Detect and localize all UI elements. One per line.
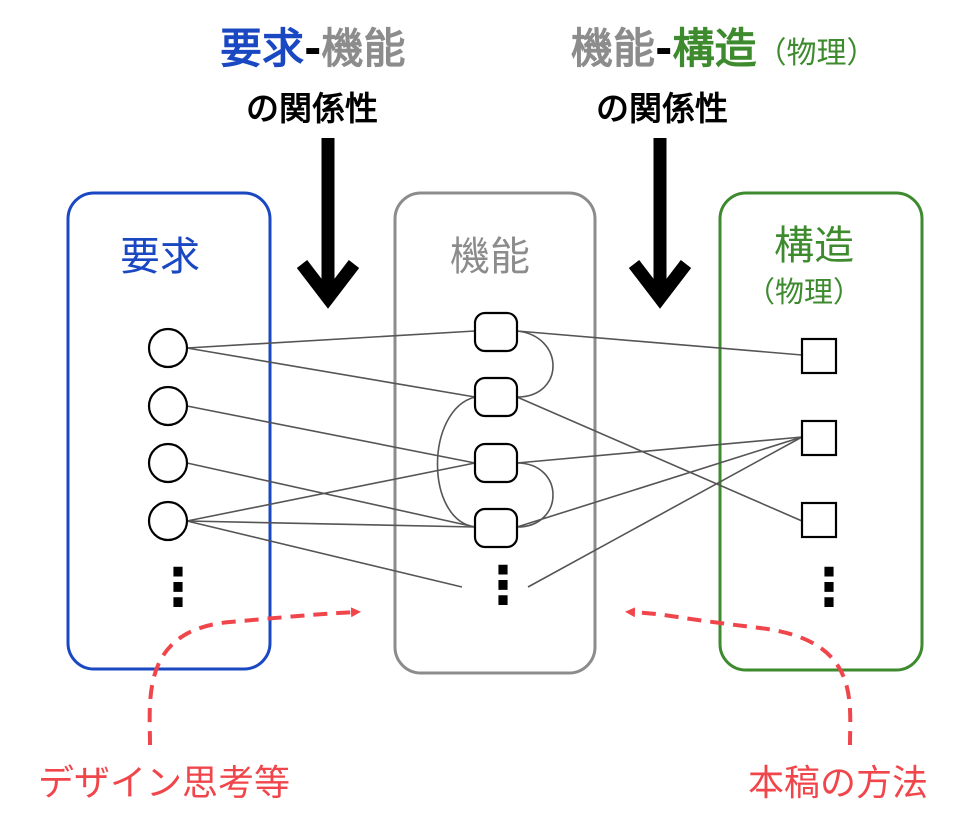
- down-arrow-right: [628, 138, 692, 309]
- link: [186, 405, 476, 464]
- link: [186, 520, 463, 588]
- header-right-part3: （物理）: [756, 36, 877, 71]
- header-left-part2: 機能: [321, 24, 406, 73]
- left-dashed-arrow: [147, 607, 361, 746]
- arc-f2-f4: [436, 396, 476, 528]
- header-left: 要求-機能: [220, 28, 405, 70]
- structure-node: [800, 419, 838, 457]
- note-right: 本稿の方法: [748, 763, 929, 804]
- functions-ellipsis: ⋮: [477, 556, 529, 616]
- link: [186, 330, 476, 349]
- link: [516, 436, 803, 464]
- link: [527, 436, 803, 588]
- structure-subtitle: （物理）: [746, 275, 863, 309]
- function-nodes: [473, 311, 519, 549]
- function-node: [473, 376, 519, 418]
- requirements-box: [66, 191, 272, 671]
- func-func-links: [436, 330, 554, 528]
- function-node: [473, 442, 519, 484]
- structure-node: [800, 337, 838, 375]
- requirement-node: [147, 500, 189, 542]
- function-node: [473, 311, 519, 353]
- requirements-ellipsis: ⋮: [152, 558, 204, 618]
- requirements-title: 要求: [120, 234, 200, 280]
- structure-ellipsis: ⋮: [803, 558, 855, 618]
- note-left: デザイン思考等: [38, 763, 291, 804]
- header-right-sep: -: [655, 24, 673, 73]
- link: [186, 462, 476, 522]
- function-node: [473, 507, 519, 549]
- header-left-part1: 要求: [220, 24, 305, 73]
- header-right-part2: 構造: [672, 24, 757, 73]
- header-right-part1: 機能: [571, 24, 656, 73]
- requirement-node: [147, 327, 189, 369]
- arc-f3-f4: [516, 462, 554, 528]
- arc-f1-f2: [516, 330, 554, 398]
- header-left-sub: の関係性: [246, 89, 378, 128]
- structure-nodes: [800, 337, 838, 539]
- functions-title: 機能: [450, 234, 530, 280]
- structure-node: [800, 501, 838, 539]
- structure-title: 構造: [774, 223, 854, 269]
- link: [516, 436, 803, 528]
- link: [186, 462, 476, 528]
- requirement-node: [147, 442, 189, 484]
- down-arrow-left: [296, 138, 360, 309]
- link: [516, 396, 803, 522]
- req-func-links: [186, 330, 476, 588]
- link: [516, 330, 803, 356]
- header-right: 機能-構造（物理）: [571, 28, 876, 70]
- structure-box: [718, 191, 924, 672]
- func-struct-links: [516, 330, 803, 588]
- requirement-nodes: [147, 327, 189, 542]
- right-dashed-arrow: [625, 607, 853, 746]
- link: [186, 520, 476, 528]
- header-left-sep: -: [304, 24, 322, 73]
- requirement-node: [147, 385, 189, 427]
- link: [186, 347, 476, 398]
- functions-box: [393, 191, 597, 675]
- header-right-sub: の関係性: [596, 89, 728, 128]
